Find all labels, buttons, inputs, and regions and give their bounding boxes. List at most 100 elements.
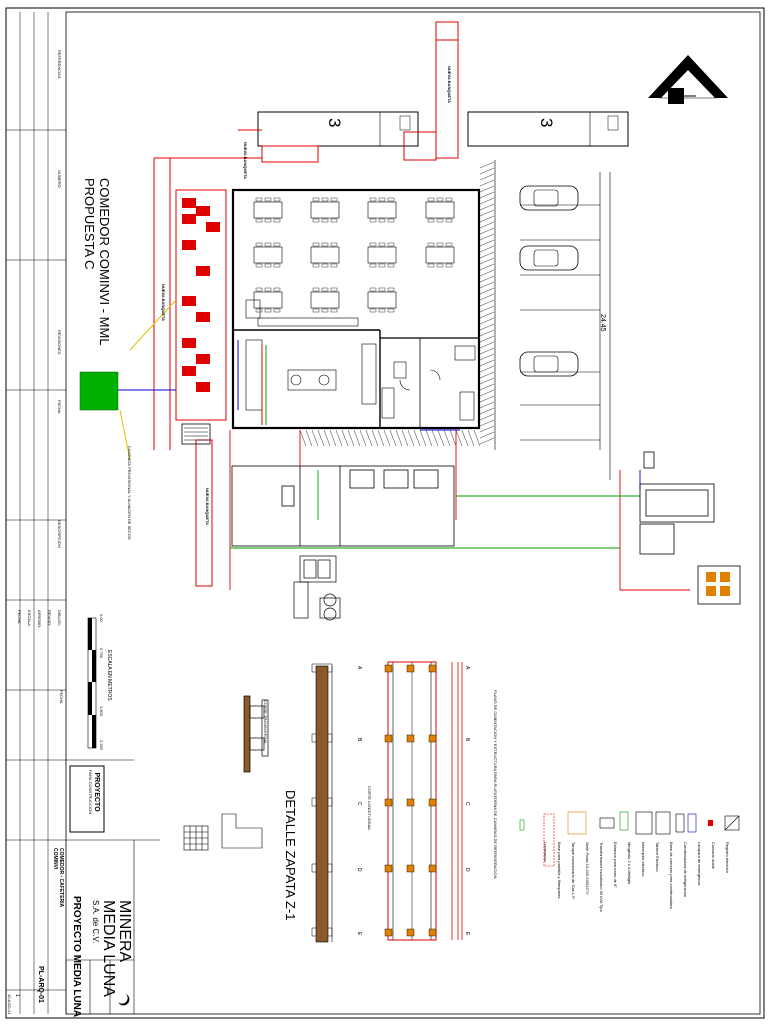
chair xyxy=(273,263,281,268)
hatch-line xyxy=(479,359,495,367)
car-body xyxy=(519,185,579,211)
dining-table xyxy=(310,201,340,219)
chair xyxy=(427,242,435,247)
legend-item: Transformador monofasico 50 kVA Tipo xyxy=(599,842,604,912)
hatch-line xyxy=(479,233,495,241)
footing xyxy=(384,664,393,673)
hatch-line xyxy=(347,429,355,447)
company-line1: MINERA xyxy=(116,900,133,963)
hatch-line xyxy=(479,395,495,403)
axis-label-a: A xyxy=(356,666,362,670)
column-detail xyxy=(183,813,263,851)
restroom-fixtures xyxy=(381,345,476,421)
hatch-line xyxy=(299,429,307,447)
hatch-line xyxy=(479,305,495,313)
chair xyxy=(445,218,453,223)
car-icon xyxy=(519,185,579,211)
dining-table xyxy=(253,246,283,264)
hatch-line xyxy=(479,209,495,217)
stamp-line2: PARA CONSTRUCCION xyxy=(88,770,93,815)
corte-transversal-label: CORTE TRANSVERSAL xyxy=(263,700,268,745)
axis-label-b: B xyxy=(356,738,362,742)
chair xyxy=(330,308,338,313)
left-col-3: DESCRIPCION xyxy=(57,520,62,548)
hatch-line xyxy=(479,371,495,379)
storage-area xyxy=(231,465,455,547)
hatch-line xyxy=(479,227,495,235)
red-table-block xyxy=(182,296,196,306)
company-line2: MEDIA LUNA xyxy=(100,900,117,997)
hatch-line xyxy=(479,311,495,319)
chair xyxy=(264,263,272,268)
hatch-line xyxy=(479,191,495,199)
legend-item: Tanque estacionario de Gas L.P. xyxy=(571,842,576,900)
hatch-line xyxy=(479,203,495,211)
chair xyxy=(387,242,395,247)
hatch-line xyxy=(479,341,495,349)
chair xyxy=(427,218,435,223)
hatch-line xyxy=(479,389,495,397)
footing xyxy=(406,798,415,807)
chair xyxy=(378,197,386,202)
red-table-block xyxy=(182,366,196,376)
chair xyxy=(436,218,444,223)
storage-wiring xyxy=(229,429,690,591)
scale-tick-2: 1.500 xyxy=(99,706,104,717)
substation xyxy=(639,451,741,605)
green-area xyxy=(79,371,119,411)
footing xyxy=(428,798,437,807)
hatch-line xyxy=(479,431,495,439)
chair xyxy=(427,263,435,268)
chair xyxy=(312,242,320,247)
hatch-line xyxy=(389,429,397,447)
hatch-line xyxy=(395,429,403,447)
left-col-0: REFERENCIAS xyxy=(57,50,62,79)
hatch-line xyxy=(431,429,439,447)
axis-label-a-r: A xyxy=(464,666,470,670)
hatch-line xyxy=(479,299,495,307)
hatch-line xyxy=(329,429,337,447)
chair xyxy=(436,263,444,268)
detail-title: DETALLE ZAPATA Z-1 xyxy=(283,790,298,921)
footing xyxy=(406,864,415,873)
hatch-line xyxy=(479,407,495,415)
chair xyxy=(378,263,386,268)
chair xyxy=(321,197,329,202)
red-table-block xyxy=(182,338,196,348)
fecha-label: FECHA xyxy=(59,690,64,704)
hatch-line xyxy=(449,429,457,447)
stamp: PROYECTO PARA CONSTRUCCION xyxy=(88,770,100,814)
legend-item: Lampara de emergencia xyxy=(697,842,702,886)
dining-table xyxy=(310,291,340,309)
hatch-line xyxy=(305,429,313,447)
chair xyxy=(445,197,453,202)
legend-symbols xyxy=(519,811,740,867)
hatch-line xyxy=(377,429,385,447)
chair xyxy=(273,287,281,292)
hatch-line xyxy=(359,429,367,447)
company-name: MINERA MEDIA LUNA S.A. de C.V. xyxy=(91,900,133,997)
hatch-line xyxy=(479,215,495,223)
hatch-line xyxy=(473,429,481,447)
hatch-line xyxy=(365,429,373,447)
hatch-line xyxy=(383,429,391,447)
elevation-details xyxy=(293,555,341,621)
chair xyxy=(445,263,453,268)
red-table-block xyxy=(196,354,210,364)
parking-area xyxy=(494,160,601,450)
red-table-block xyxy=(182,214,196,224)
hatch-line xyxy=(479,377,495,385)
hatch-line xyxy=(479,413,495,421)
logo-moon-icon xyxy=(118,994,130,1006)
chair xyxy=(369,287,377,292)
hatch-line xyxy=(371,429,379,447)
paving-hatch xyxy=(299,161,495,447)
hatch-line xyxy=(479,221,495,229)
hatch-line xyxy=(479,257,495,265)
plan-heading-line1: COMEDOR COMINVI - MML xyxy=(97,178,112,346)
bathroom-units xyxy=(257,111,629,147)
chair xyxy=(387,197,395,202)
hatch-line xyxy=(311,429,319,447)
car-body xyxy=(519,351,579,377)
